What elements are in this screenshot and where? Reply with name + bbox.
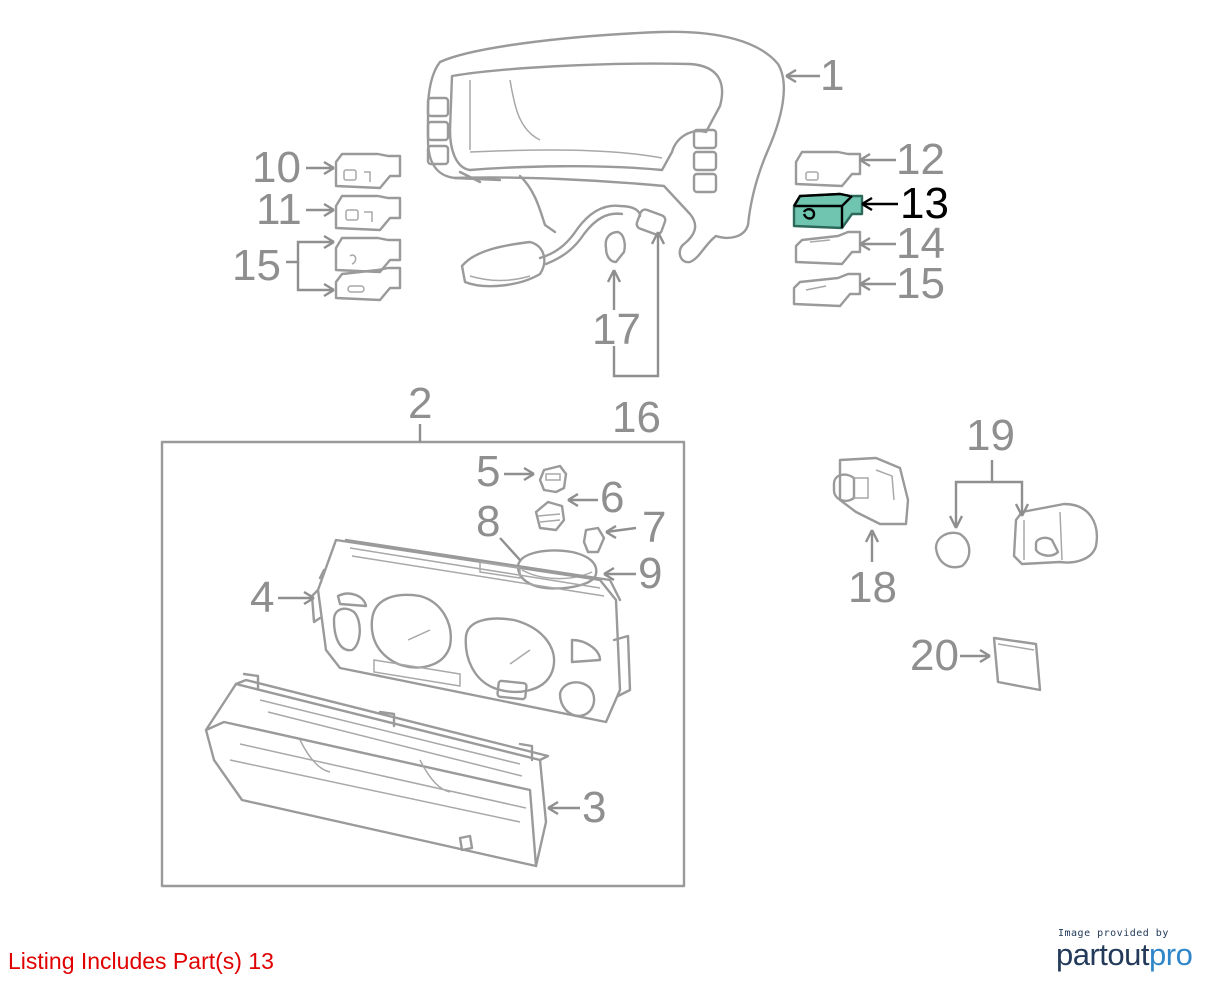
callout-18: 18 — [848, 563, 897, 612]
callout-1: 1 — [820, 51, 844, 100]
callout-7: 7 — [642, 503, 666, 552]
callout-13: 13 — [900, 179, 949, 228]
brand-caption: Image provided by — [1058, 928, 1169, 939]
switch-12 — [794, 150, 862, 188]
callout-6: 6 — [600, 473, 624, 522]
part-5-bulb-socket — [538, 464, 568, 494]
callout-5: 5 — [476, 447, 500, 496]
part-19-switch — [1012, 502, 1099, 566]
callout-2: 2 — [408, 379, 432, 428]
part-7-bulb — [582, 526, 606, 554]
listing-includes-note: Listing Includes Part(s) 13 — [8, 948, 274, 974]
callout-4: 4 — [250, 573, 274, 622]
callout-12: 12 — [896, 135, 945, 184]
callout-19: 19 — [966, 411, 1015, 460]
leader-lines — [278, 68, 1030, 816]
part-6-bulb-socket — [534, 500, 566, 532]
brand-wordmark-main: partout — [1056, 937, 1150, 972]
part-18-switch-assembly — [832, 456, 910, 526]
callout-15-right: 15 — [896, 259, 945, 308]
part-3-cluster-lens — [204, 672, 550, 868]
part-1-cluster-bezel — [426, 30, 785, 264]
callout-11: 11 — [256, 185, 302, 234]
switch-11 — [334, 194, 402, 232]
switch-13-highlighted — [792, 192, 864, 230]
callout-17: 17 — [592, 305, 641, 354]
callout-20: 20 — [910, 631, 959, 680]
callout-9: 9 — [638, 549, 662, 598]
switch-15-right — [792, 272, 862, 308]
brand-wordmark: partoutpro — [1056, 939, 1206, 971]
callout-10: 10 — [252, 143, 301, 192]
callout-8: 8 — [476, 497, 500, 546]
callout-15-left: 15 — [232, 241, 281, 290]
brand-wordmark-accent: pro — [1149, 937, 1193, 972]
switch-10 — [334, 152, 402, 190]
callout-16: 16 — [612, 393, 661, 442]
part-16-wiring-harness — [460, 204, 667, 288]
part-4-cluster-body — [310, 538, 632, 724]
part-2-cluster-assembly-frame — [160, 440, 686, 888]
callout-3: 3 — [582, 783, 606, 832]
switch-14 — [794, 230, 862, 266]
switch-15-left-upper — [334, 236, 402, 274]
part-19-knob — [934, 531, 971, 569]
callout-labels: 1 2 3 4 5 6 7 8 9 10 11 12 13 14 15 15 1… — [232, 51, 1015, 832]
switch-15-left-lower — [334, 266, 402, 302]
part-20-lens-cap — [992, 636, 1042, 692]
callout-14: 14 — [896, 219, 945, 268]
partoutpro-logo: Image provided by partoutpro — [1056, 928, 1206, 971]
